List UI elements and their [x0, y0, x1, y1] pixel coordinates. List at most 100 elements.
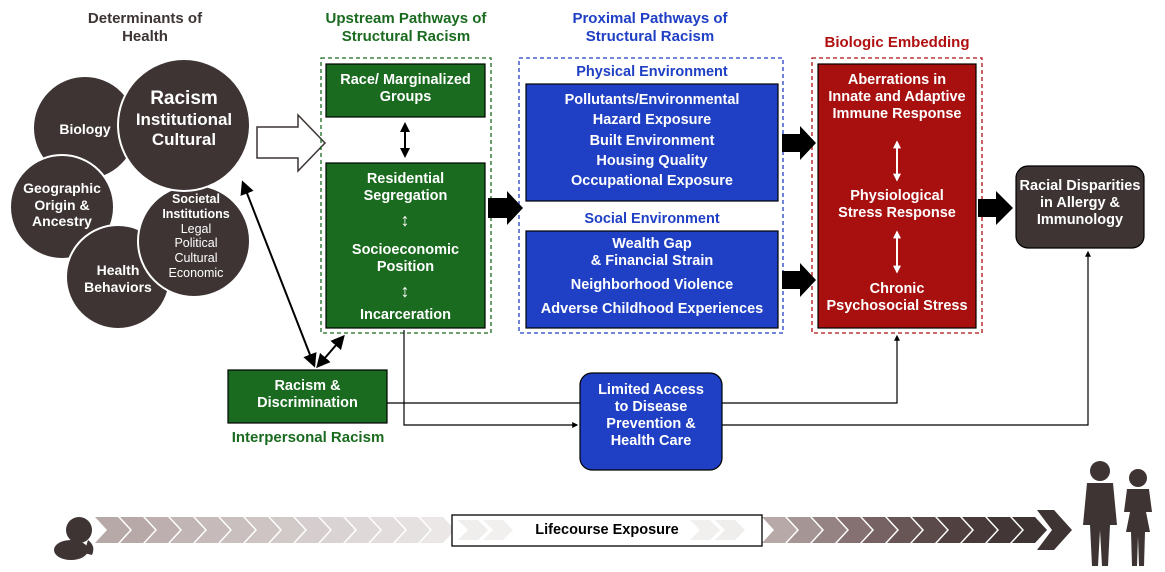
biologic-heading: Biologic Embedding [824, 34, 970, 51]
geographic-label: Geographic Origin & Ancestry [14, 180, 110, 230]
societal-item: Legal [180, 221, 212, 236]
immune-response-text: Aberrations in Innate and Adaptive Immun… [818, 72, 976, 123]
biologic-box [817, 63, 977, 329]
proximal-heading-line2: Structural Racism [585, 27, 715, 45]
race-line1: Race/ Marginalized [340, 72, 471, 88]
health-behaviors-line1: Health [96, 262, 140, 278]
determinants-heading-line1: Determinants of [87, 10, 203, 27]
chronic-line: Psychosocial Stress [826, 298, 968, 315]
residential-segregation-text: Residential Segregation [326, 171, 485, 205]
cultural-label: Cultural [151, 130, 217, 150]
physical-item: Occupational Exposure [571, 173, 733, 190]
lifecourse-label: Lifecourse Exposure [535, 522, 679, 538]
socio-line2: Position [376, 259, 435, 276]
lifecourse-inner-chevrons [458, 520, 745, 540]
societal-item: Economic [168, 265, 224, 280]
lifecourse-chevrons [95, 510, 1072, 550]
physical-environment-list: Pollutants/Environmental Hazard Exposure… [526, 90, 778, 191]
socio-incarceration-arrow-icon: ↕ [400, 281, 410, 301]
incarceration-text: Incarceration [359, 307, 452, 323]
access-text: Limited Access to Disease Prevention & H… [580, 382, 722, 450]
upstream-heading: Upstream Pathways of Structural Racism [306, 10, 506, 45]
social-item: & Financial Strain [590, 253, 714, 270]
access-line: Prevention & [606, 416, 696, 433]
proximal-container [518, 57, 784, 334]
health-behaviors-line2: Behaviors [84, 278, 152, 295]
physical-item: Pollutants/Environmental [564, 92, 740, 108]
physical-item: Housing Quality [596, 152, 708, 169]
chronic-stress-text: Chronic Psychosocial Stress [818, 281, 976, 315]
institutional-label: Institutional [135, 110, 233, 130]
socioeconomic-position-text: Socioeconomic Position [326, 242, 485, 276]
social-item: Neighborhood Violence [570, 277, 734, 294]
social-item: Wealth Gap [612, 236, 692, 252]
biologic-to-outcome-arrow [978, 191, 1013, 225]
segregation-box [325, 162, 486, 329]
social-item: Adverse Childhood Experiences [540, 301, 764, 318]
interpersonal-line1: Racism & [274, 378, 341, 394]
proximal-heading-line1: Proximal Pathways of [572, 10, 728, 27]
access-line: to Disease [614, 399, 688, 416]
societal-item: Political [174, 236, 218, 251]
proximal-heading: Proximal Pathways of Structural Racism [550, 10, 750, 45]
upstream-heading-line2: Structural Racism [341, 27, 471, 45]
racism-discrimination-text: Racism & Discrimination [228, 378, 387, 412]
biology-label: Biology [59, 121, 111, 137]
racism-interpersonal-arrow [240, 180, 317, 368]
interpersonal-racism-label: Interpersonal Racism [231, 429, 385, 446]
incarceration-to-access-line [403, 330, 579, 428]
physical-item: Hazard Exposure [592, 112, 712, 129]
geographic-line1: Geographic [23, 180, 101, 196]
geographic-line3: Ancestry [32, 213, 92, 230]
adult-figures-icon [1083, 461, 1152, 566]
upstream-container [320, 57, 492, 334]
biologic-container [811, 57, 983, 334]
societal-line2: Institutions [162, 206, 230, 221]
social-environment-box [525, 230, 779, 329]
upstream-to-proximal-arrow [488, 191, 523, 225]
determinants-heading-line2: Health [122, 27, 168, 45]
geographic-circle [9, 154, 115, 260]
immune-line: Innate and Adaptive [828, 89, 966, 106]
geographic-line2: Origin & [34, 196, 90, 213]
outline-arrow [256, 113, 327, 173]
outcome-line: in Allergy & [1039, 195, 1121, 212]
societal-institutions-label: Societal Institutions Legal Political Cu… [154, 192, 238, 281]
racism-discrimination-box [227, 369, 388, 424]
physical-item: Built Environment [589, 132, 715, 149]
interpersonal-upstream-arrow [316, 334, 345, 369]
outcome-line: Immunology [1036, 212, 1124, 229]
access-to-outcome-line [722, 250, 1091, 426]
interpersonal-line2: Discrimination [257, 395, 358, 412]
physical-environment-box [525, 83, 779, 202]
immune-line: Immune Response [832, 106, 962, 123]
outcome-text: Racial Disparities in Allergy & Immunolo… [1016, 178, 1144, 229]
societal-line1: Societal [172, 192, 220, 206]
segregation-socio-arrow-icon: ↕ [400, 210, 410, 230]
race-box [325, 63, 486, 118]
access-line: Health Care [610, 433, 692, 450]
access-to-biologic-line [722, 334, 900, 404]
fetus-icon [54, 517, 94, 560]
upstream-heading-line1: Upstream Pathways of [325, 10, 487, 27]
access-box [579, 372, 723, 471]
outcome-box [1015, 165, 1145, 249]
residential-line2: Segregation [363, 188, 448, 205]
immune-line: Aberrations in [847, 72, 947, 88]
stress-response-text: Physiological Stress Response [818, 188, 976, 222]
racism-circle [117, 58, 251, 192]
physical-environment-heading: Physical Environment [576, 64, 728, 80]
racism-circle-text: Racism Institutional Cultural [118, 88, 250, 151]
race-box-text: Race/ Marginalized Groups [326, 72, 485, 106]
societal-item: Cultural [174, 251, 218, 265]
determinants-heading: Determinants of Health [70, 10, 220, 45]
physio-line: Physiological [850, 188, 944, 204]
race-line2: Groups [379, 89, 432, 106]
physio-line: Stress Response [838, 205, 956, 222]
racism-label: Racism [150, 88, 218, 109]
chronic-line: Chronic [869, 281, 925, 297]
socio-line1: Socioeconomic [351, 242, 460, 258]
social-environment-list: Wealth Gap & Financial Strain Neighborho… [526, 236, 778, 318]
physical-to-biologic-arrow [782, 126, 816, 160]
